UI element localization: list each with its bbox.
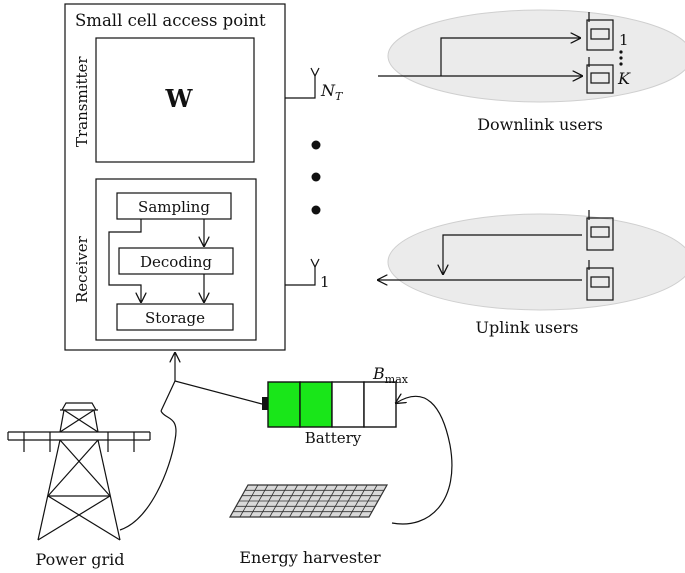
- sampling-to-storage-arrow: [108, 219, 141, 302]
- access-point-title: Small cell access point: [75, 11, 266, 30]
- battery-cell-empty: [363, 381, 397, 428]
- antenna-dot: [311, 205, 321, 215]
- energy-harvester: Energy harvester: [228, 396, 453, 567]
- precoder-symbol: W: [165, 84, 194, 113]
- phone-icon: [586, 260, 614, 301]
- phone-icon: [586, 12, 614, 51]
- antenna-bottom: 1: [285, 258, 330, 291]
- decoding-label: Decoding: [140, 253, 212, 271]
- transmitter-section: Transmitter W: [73, 37, 255, 163]
- precoder-block: [95, 37, 255, 163]
- sampling-block: [116, 192, 232, 220]
- battery-feed-line: [174, 380, 263, 405]
- energy-junction: [160, 353, 263, 412]
- storage-label: Storage: [145, 309, 205, 327]
- phone-icon: [586, 210, 614, 251]
- decoding-block: [118, 247, 234, 275]
- antenna-top-feed: [285, 76, 316, 99]
- antenna-top-icon: [310, 67, 320, 78]
- transmitter-label: Transmitter: [73, 56, 91, 147]
- battery: Battery Bmax: [262, 364, 409, 447]
- downlink-cluster: 1 K Downlink users: [378, 9, 685, 134]
- power-tower-icon: [7, 402, 151, 541]
- receiver-block: [95, 178, 257, 341]
- battery-caption: Battery: [305, 429, 362, 447]
- battery-cells: [267, 381, 397, 428]
- downlink-caption: Downlink users: [477, 115, 603, 134]
- antenna-bottom-feed: [285, 267, 316, 286]
- antenna-top-label: NT: [320, 81, 344, 103]
- battery-cell-charged: [299, 381, 333, 428]
- antenna-bottom-icon: [310, 258, 320, 269]
- phone-icon: [586, 57, 614, 94]
- antenna-bottom-label: 1: [320, 273, 330, 291]
- downlink-last-user-index: K: [617, 69, 631, 88]
- battery-cell-empty: [331, 381, 365, 428]
- battery-cell-charged: [267, 381, 301, 428]
- harvester-caption: Energy harvester: [239, 548, 381, 567]
- power-grid-caption: Power grid: [36, 550, 125, 569]
- vertical-ellipsis-icon: [619, 50, 623, 66]
- antenna-dot: [311, 172, 321, 182]
- uplink-caption: Uplink users: [476, 318, 579, 337]
- grid-to-junction-line: [119, 410, 177, 531]
- downlink-cluster-area: [387, 9, 685, 103]
- antenna-dot: [311, 140, 321, 150]
- grid-feed-line: [160, 380, 176, 412]
- sampling-label: Sampling: [138, 198, 210, 216]
- battery-capacity-label: Bmax: [372, 364, 409, 386]
- battery-terminal: [262, 397, 268, 410]
- antenna-dots: [311, 140, 321, 215]
- uplink-cluster-area: [387, 213, 685, 311]
- receiver-label: Receiver: [73, 235, 91, 303]
- uplink-branch-arrow: [443, 234, 582, 274]
- harvest-to-battery-arrow: [391, 396, 453, 525]
- access-point: Small cell access point Transmitter W Re…: [64, 3, 286, 351]
- receiver-section: Receiver Sampling Decoding Storage: [73, 178, 257, 341]
- storage-block: [116, 303, 234, 331]
- antenna-top: NT: [285, 67, 344, 103]
- downlink-branch-arrow: [440, 38, 580, 76]
- solar-panel-icon: [228, 484, 389, 518]
- downlink-first-user-index: 1: [619, 31, 629, 49]
- uplink-cluster: Uplink users: [378, 210, 685, 337]
- power-grid: Power grid: [7, 402, 177, 569]
- access-point-box: [64, 3, 286, 351]
